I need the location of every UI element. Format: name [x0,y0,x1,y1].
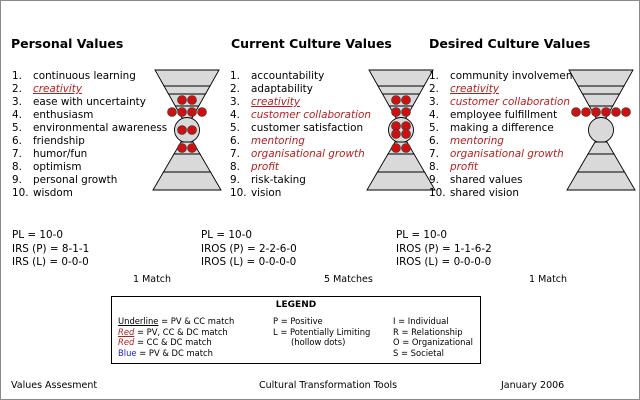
desired-culture-hourglass [566,69,636,191]
value-dot [601,107,611,117]
personal-values-list: 1.continuous learning 2.creativity 3.eas… [12,70,167,200]
value-dot [391,143,401,153]
hourglass-level-3 [588,117,614,143]
value-dot [391,95,401,105]
hourglass-level-1 [162,153,212,173]
list-item: 6.mentoring [230,135,305,147]
hourglass-level-6 [577,85,625,95]
list-item: 2.creativity [429,83,499,95]
list-item: 7.humor/fun [12,148,88,160]
value-dot [187,125,197,135]
value-dot [401,129,411,139]
desired-stats: PL = 10-0 IROS (P) = 1-1-6-2 IROS (L) = … [396,229,492,268]
list-item: 9.shared values [429,174,523,186]
value-dot [187,107,197,117]
legend-level-key: I = Individual R = Relationship O = Orga… [393,316,473,358]
hourglass-level-7 [368,69,434,87]
legend-title: LEGEND [275,300,317,310]
list-item: 7.organisational growth [429,148,564,160]
list-item: 10.shared vision [429,187,519,199]
hourglass-level-2 [587,141,615,155]
value-dot [177,107,187,117]
list-item: 1.accountability [230,70,325,82]
hourglass-level-6 [377,85,425,95]
list-item: 8.profit [230,161,280,173]
personal-values-title: Personal Values [11,36,124,51]
current-culture-hourglass [366,69,436,191]
legend-box: LEGEND Underline = PV & CC match Red = P… [111,296,481,364]
list-item: 5.customer satisfaction [230,122,364,134]
personal-values-hourglass [152,69,222,191]
current-stats: PL = 10-0 IROS (P) = 2-2-6-0 IROS (L) = … [201,229,297,268]
list-item: 8.optimism [12,161,82,173]
value-dot [177,95,187,105]
value-dot [177,125,187,135]
list-item: 6.mentoring [429,135,504,147]
hourglass-level-7 [154,69,220,87]
list-item: 2.creativity [12,83,82,95]
hourglass-level-5 [581,93,621,107]
value-dot [401,143,411,153]
legend-color-key: Underline = PV & CC match Red = PV, CC &… [118,316,235,358]
value-dot [187,95,197,105]
hourglass-level-1 [576,153,626,173]
current-match-count: 5 Matches [324,274,373,285]
hourglass-level-7 [568,69,634,87]
value-dot [187,143,197,153]
value-dot [571,107,581,117]
value-dot [391,121,401,131]
hourglass-level-3 [388,117,414,143]
list-item: 3.creativity [230,96,300,108]
value-dot [177,143,187,153]
list-item: 4.employee fulfillment [429,109,558,121]
value-dot [391,107,401,117]
value-dot [581,107,591,117]
hourglass-level-0 [152,171,222,191]
list-item: 8.profit [429,161,479,173]
desired-match-count: 1 Match [529,274,568,285]
list-item: 7.organisational growth [230,148,365,160]
list-item: 10.vision [230,187,282,199]
hourglass-level-0 [566,171,636,191]
hourglass-level-0 [366,171,436,191]
list-item: 10.wisdom [12,187,73,199]
value-dot [611,107,621,117]
list-item: 5.environmental awareness [12,122,168,134]
list-item: 1.continuous learning [12,70,136,82]
value-dot [391,129,401,139]
hourglass-level-1 [376,153,426,173]
hourglass-level-5 [381,93,421,107]
list-item: 9.personal growth [12,174,118,186]
legend-polarity-key: P = Positive L = Potentially Limiting (h… [273,316,371,348]
personal-stats: PL = 10-0 IRS (P) = 8-1-1 IRS (L) = 0-0-… [12,229,90,268]
footer-left: Values Assesment [11,380,98,391]
list-item: 6.friendship [12,135,85,147]
list-item: 4.enthusiasm [12,109,94,121]
value-dot [401,95,411,105]
list-item: 5.making a difference [429,122,554,134]
value-dot [197,107,207,117]
desired-culture-title: Desired Culture Values [429,36,591,51]
value-dot [401,121,411,131]
value-dot [621,107,631,117]
personal-match-count: 1 Match [133,274,172,285]
value-dot [591,107,601,117]
hourglass-level-6 [163,85,211,95]
desired-culture-list: 1.community involvement 2.creativity 3.c… [429,70,576,200]
list-item: 2.adaptability [230,83,313,95]
footer-right: January 2006 [501,380,565,391]
list-item: 9.risk-taking [230,174,306,186]
value-dot [401,107,411,117]
footer-center: Cultural Transformation Tools [259,380,398,391]
list-item: 3.customer collaboration [429,96,570,108]
value-dot [167,107,177,117]
current-culture-list: 1.accountability 2.adaptability 3.creati… [230,70,371,200]
list-item: 1.community involvement [429,70,577,82]
current-culture-title: Current Culture Values [231,36,392,51]
list-item: 3.ease with uncertainty [12,96,146,108]
list-item: 4.customer collaboration [230,109,371,121]
hourglass-level-5 [167,93,207,107]
